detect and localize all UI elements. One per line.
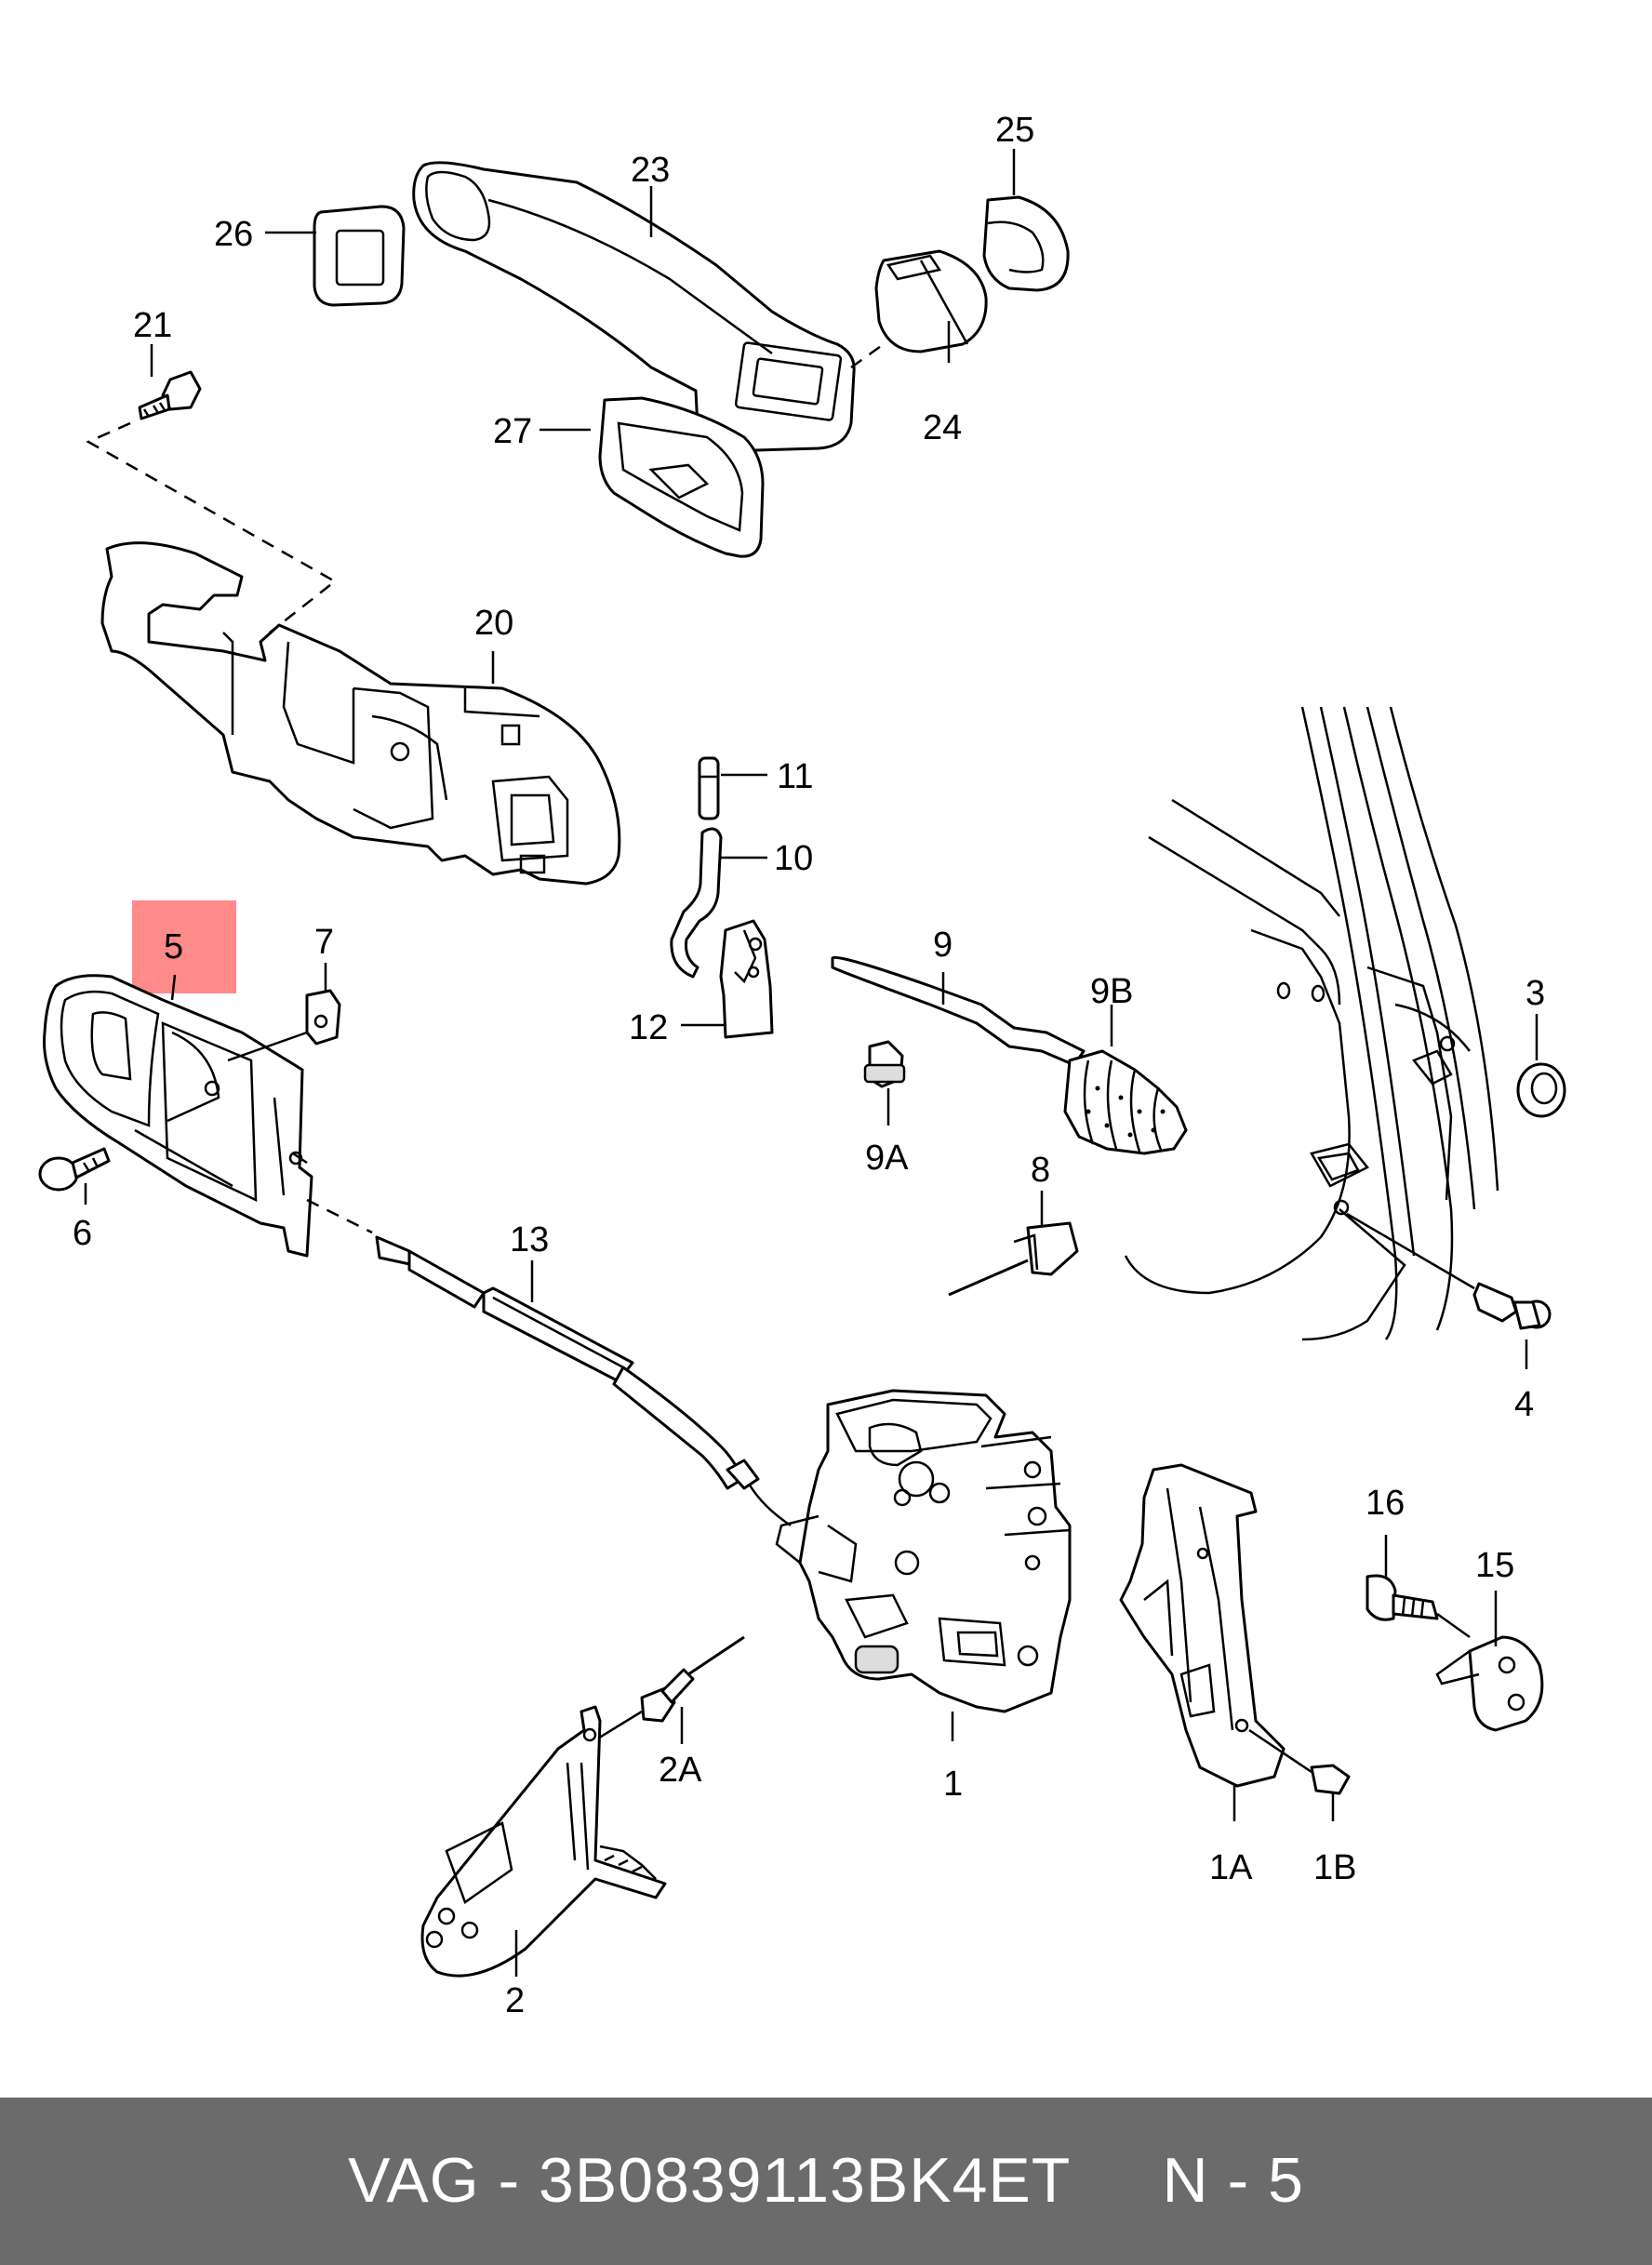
part-11-pin — [698, 756, 720, 820]
callout-2: 2 — [505, 1981, 525, 2020]
callout-2A: 2A — [659, 1751, 702, 1790]
part-4-bolt — [1472, 1282, 1552, 1330]
callout-24: 24 — [923, 408, 962, 447]
part-25-end-cap — [982, 195, 1070, 292]
part-9A-clip — [863, 1040, 906, 1088]
part-number-caption: VAG - 3B0839113BK4ET N - 5 — [348, 2145, 1304, 2216]
callout-13: 13 — [510, 1220, 549, 1259]
part-1-lock — [775, 1389, 1072, 1713]
part-23-outer-handle — [412, 161, 856, 453]
callout-23: 23 — [631, 151, 670, 190]
callout-6: 6 — [73, 1214, 92, 1253]
callout-3: 3 — [1525, 974, 1545, 1013]
part-8-switch — [948, 1221, 1079, 1297]
callout-9B: 9B — [1090, 972, 1133, 1011]
callout-12: 12 — [629, 1008, 668, 1047]
part-6-screw — [38, 1147, 111, 1192]
callout-20: 20 — [474, 604, 513, 643]
callout-27: 27 — [493, 412, 532, 451]
part-16-bolt — [1366, 1574, 1439, 1621]
part-10-rod — [670, 827, 723, 979]
callout-16: 16 — [1366, 1484, 1405, 1523]
callout-1: 1 — [943, 1765, 963, 1804]
callout-7: 7 — [314, 923, 334, 962]
callout-9A: 9A — [865, 1139, 909, 1178]
part-9B-boot — [1063, 1049, 1188, 1155]
callout-1B: 1B — [1313, 1848, 1356, 1887]
leader-lines — [84, 149, 1539, 1977]
part-13-cable — [375, 1235, 792, 1527]
footer-bar: VAG - 3B0839113BK4ET N - 5 — [0, 2098, 1652, 2265]
callout-4: 4 — [1514, 1385, 1534, 1424]
part-5-inner-handle — [43, 974, 313, 1258]
part-2A-rivet — [640, 1635, 745, 1723]
part-26-gasket — [313, 205, 406, 307]
part-7-clip — [305, 989, 341, 1046]
callout-8: 8 — [1031, 1151, 1050, 1190]
part-21-screw — [138, 370, 202, 420]
part-27-gasket — [598, 396, 765, 558]
callout-labels: 25 23 26 24 27 21 20 11 10 12 9 9B 9A 8 … — [73, 111, 1545, 2020]
callout-26: 26 — [214, 215, 253, 254]
part-12-clip — [719, 919, 774, 1039]
callout-9: 9 — [933, 926, 953, 965]
callout-21: 21 — [133, 306, 172, 345]
callout-10: 10 — [774, 839, 813, 878]
callout-15: 15 — [1475, 1546, 1514, 1585]
callout-1A: 1A — [1209, 1848, 1253, 1887]
part-1B-screw — [1248, 1728, 1351, 1795]
part-2-bracket — [420, 1705, 667, 1978]
part-15-striker — [1435, 1635, 1544, 1732]
door-frame — [1124, 706, 1499, 1341]
part-3-grommet — [1516, 1062, 1566, 1118]
callout-25: 25 — [995, 111, 1034, 150]
part-1A-cover — [1119, 1463, 1286, 1788]
callout-5-highlight — [132, 900, 236, 993]
part-20-handle-carrier — [100, 541, 621, 886]
part-24-cylinder-cap — [874, 249, 988, 353]
callout-11: 11 — [777, 757, 813, 796]
callout-5: 5 — [164, 927, 183, 966]
parts-diagram: 25 23 26 24 27 21 20 11 10 12 9 9B 9A 8 … — [38, 111, 1566, 2020]
